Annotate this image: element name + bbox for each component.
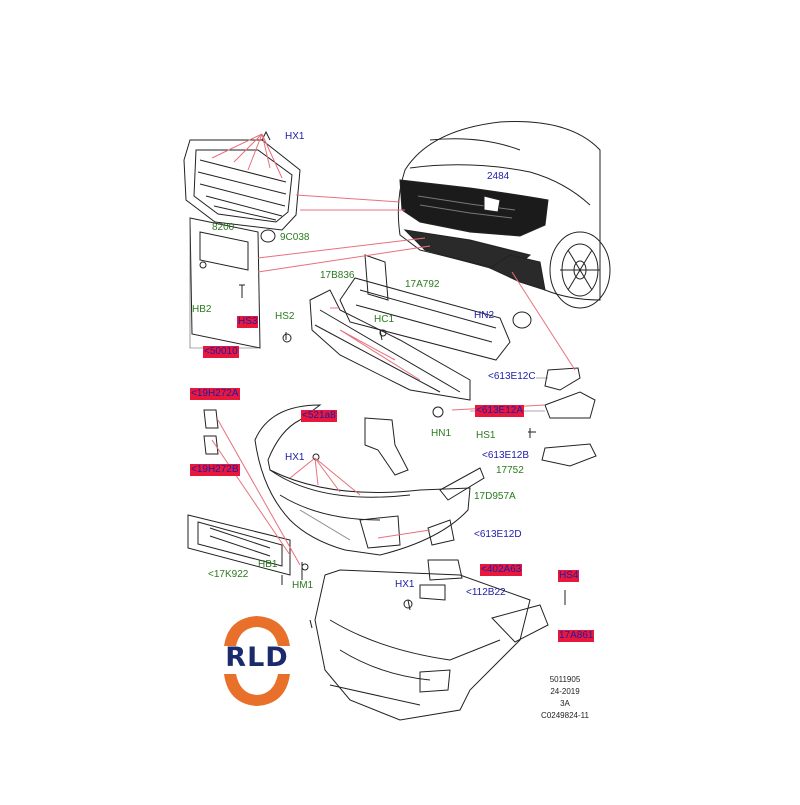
label-hb2: HB2 [192, 304, 212, 315]
label-521a8: <521a8 [301, 410, 337, 422]
label-19h272b: <19H272B [190, 464, 240, 476]
label-2484: 2484 [487, 171, 510, 182]
label-hs3: HS3 [237, 316, 259, 328]
label-hm1: HM1 [292, 580, 314, 591]
upper-grille [183, 130, 301, 231]
license-plate-bracket [189, 217, 261, 349]
ref-line-4: C0249824-11 [541, 711, 589, 720]
label-50010: <50010 [203, 346, 239, 358]
label-112b22: <112B22 [466, 587, 506, 598]
ref-line-2: 24-2019 [550, 687, 580, 696]
label-hb1: HB1 [258, 559, 278, 570]
label-17752: 17752 [496, 465, 524, 476]
vehicle-front-view [397, 121, 611, 309]
logo-text: RLD [225, 642, 289, 673]
front-bumper-cover [254, 404, 485, 556]
vent-c [544, 367, 581, 391]
label-hs1: HS1 [476, 430, 496, 441]
label-402a63: <402A63 [480, 564, 523, 576]
label-17a792: 17A792 [405, 279, 440, 290]
ref-line-3: 3A [560, 699, 570, 708]
fog-cover [427, 519, 455, 546]
vent-a [544, 391, 596, 419]
ref-line-1: 5011905 [549, 675, 581, 684]
label-hn1: HN1 [431, 428, 452, 439]
label-613e12a: <613E12A [475, 405, 524, 417]
label-19h272a: <19H272A [190, 388, 240, 400]
label-613e12c: <613E12C [488, 371, 536, 382]
vent-b [541, 443, 597, 467]
label-9c038: 9C038 [280, 232, 310, 243]
lower-bumper [309, 569, 566, 721]
label-613e12d: <613E12D [474, 529, 522, 540]
label-hx1-top: HX1 [285, 131, 305, 142]
energy-absorber [285, 289, 471, 401]
logo-ring [224, 616, 290, 706]
label-17a861: 17A861 [558, 630, 595, 642]
label-17k922: <17K922 [208, 569, 249, 580]
label-hs2: HS2 [275, 311, 295, 322]
label-8200: 8200 [212, 222, 235, 233]
rld-logo: RLD [216, 612, 298, 708]
bumper-bracket [364, 417, 409, 476]
label-hx1-mid: HX1 [285, 452, 305, 463]
label-hc1: HC1 [374, 314, 395, 325]
label-hx1-low: HX1 [395, 579, 415, 590]
label-hs4: HS4 [558, 570, 580, 582]
label-17d957a: 17D957A [474, 491, 516, 502]
upper-beam [339, 254, 532, 361]
lower-grille [187, 514, 291, 576]
label-hn2: HN2 [474, 310, 495, 321]
label-613e12b: <613E12B [482, 450, 529, 461]
leader-lines [211, 133, 576, 566]
label-17b836: 17B836 [320, 270, 355, 281]
